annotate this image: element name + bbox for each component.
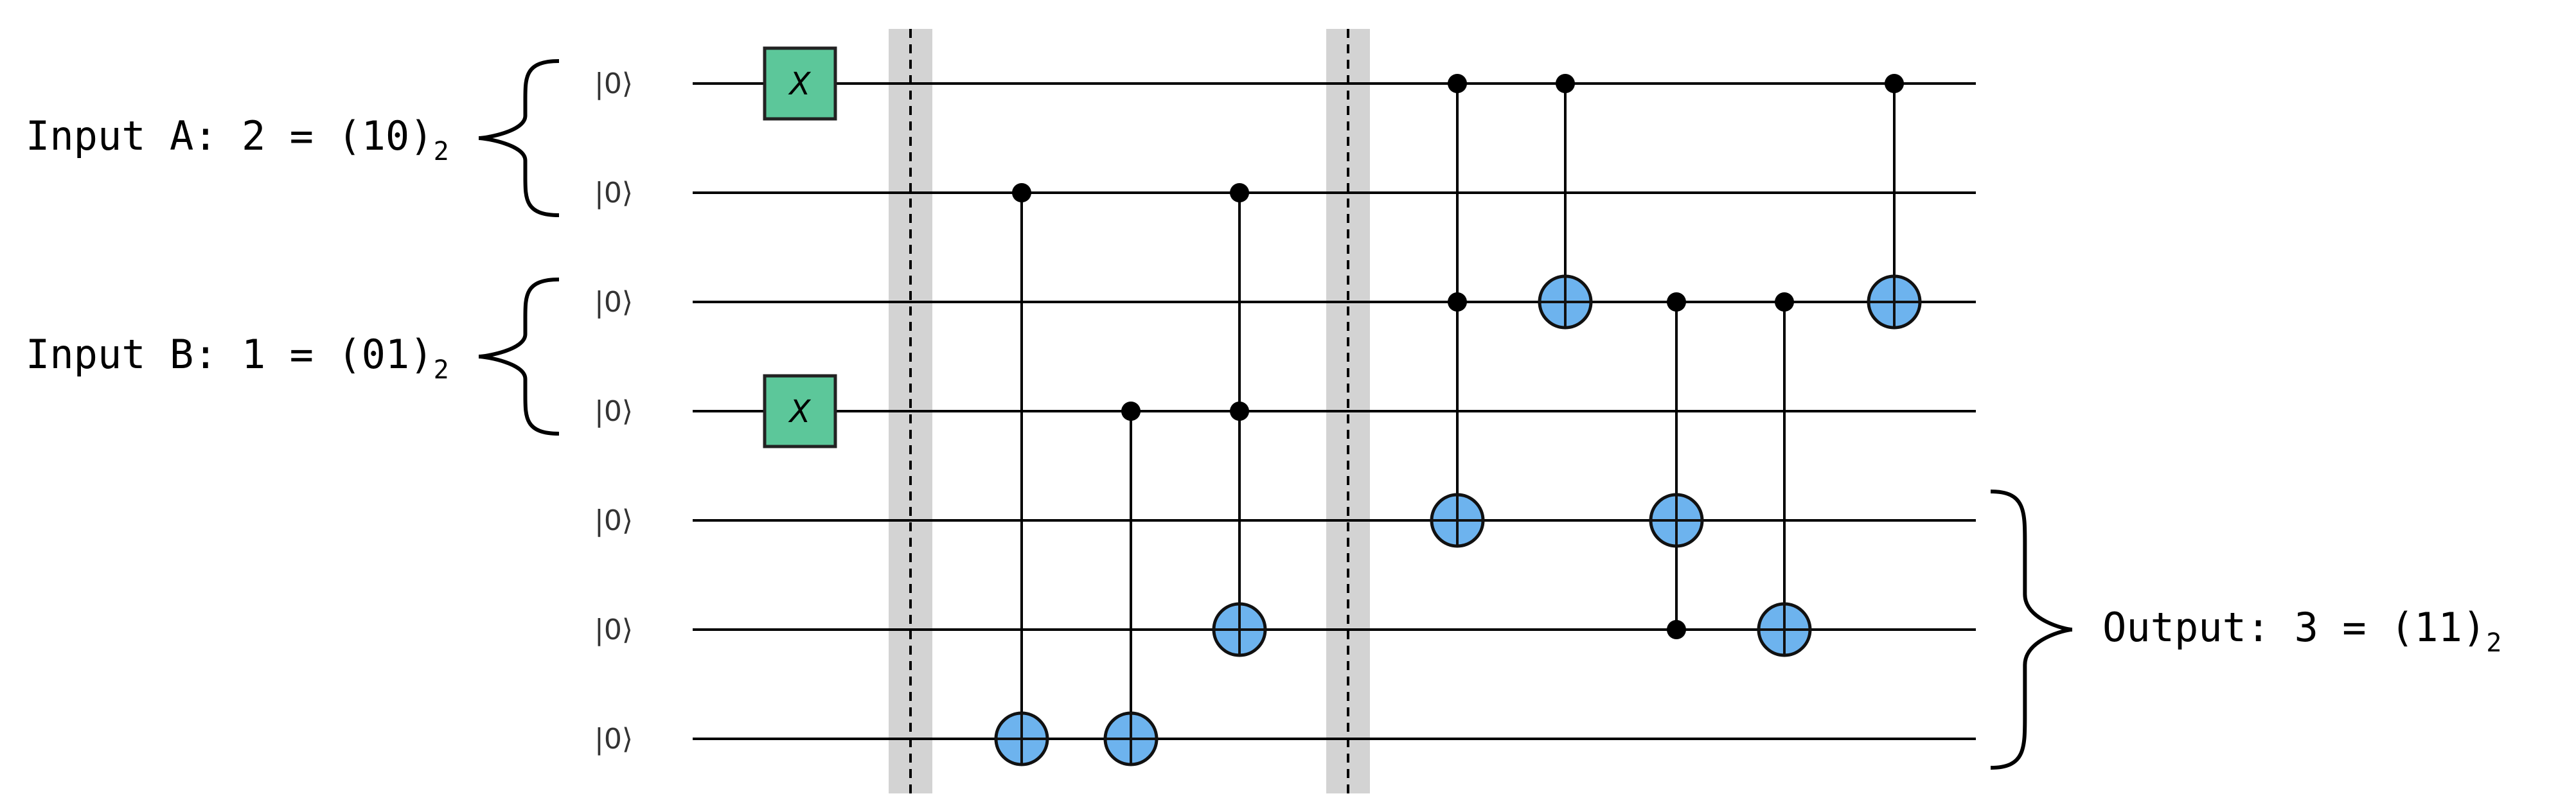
x-gate-box (763, 46, 837, 121)
label-layer: |0⟩|0⟩|0⟩|0⟩|0⟩|0⟩|0⟩Input A: 2 = (10)2I… (26, 59, 2501, 770)
control-dot (1448, 292, 1467, 312)
x-gate-label: X (788, 66, 812, 102)
cnot-target-icon (994, 711, 1049, 766)
cnot-target-icon (1538, 274, 1593, 330)
control-dot (1667, 292, 1686, 312)
cnot-target-icon (1212, 602, 1267, 657)
output-brace (1990, 490, 2073, 770)
input-label-text: Input B: 1 = (01) (26, 331, 434, 378)
qubit-ket-label: |0⟩ (594, 67, 633, 100)
qubit-ket-label: |0⟩ (594, 614, 633, 646)
output-label-subscript: 2 (2486, 628, 2501, 658)
x-gate-label: X (788, 394, 812, 430)
cnot-target-icon (1103, 711, 1159, 766)
cnot-target-icon (1649, 493, 1704, 548)
cnot-target-icon (1757, 602, 1812, 657)
input-label-subscript: 2 (434, 137, 449, 166)
qubit-ket-label: |0⟩ (594, 723, 633, 756)
x-gate-box (763, 374, 837, 448)
control-dot (1667, 620, 1686, 639)
control-dot (1230, 183, 1249, 202)
qubit-ket-label: |0⟩ (594, 504, 633, 537)
cnot-target-icon (1430, 493, 1485, 548)
control-dot (1230, 402, 1249, 421)
input-label-text: Input A: 2 = (10) (26, 112, 434, 159)
input-label: Input B: 1 = (01)2 (26, 331, 449, 385)
gate-layer: XX (763, 46, 1922, 766)
cnot-target-icon (1867, 274, 1922, 330)
control-dot (1556, 74, 1575, 93)
input-brace (478, 278, 560, 436)
control-dot (1775, 292, 1794, 312)
output-label: Output: 3 = (11)2 (2102, 604, 2501, 658)
input-label-subscript: 2 (434, 355, 449, 385)
output-label-text: Output: 3 = (11) (2102, 604, 2486, 651)
control-dot (1885, 74, 1904, 93)
input-label: Input A: 2 = (10)2 (26, 112, 449, 166)
control-dot (1121, 402, 1141, 421)
qubit-ket-label: |0⟩ (594, 177, 633, 209)
qubit-ket-label: |0⟩ (594, 286, 633, 319)
qubit-ket-label: |0⟩ (594, 395, 633, 428)
control-dot (1448, 74, 1467, 93)
input-brace (478, 59, 560, 217)
control-dot (1012, 183, 1031, 202)
